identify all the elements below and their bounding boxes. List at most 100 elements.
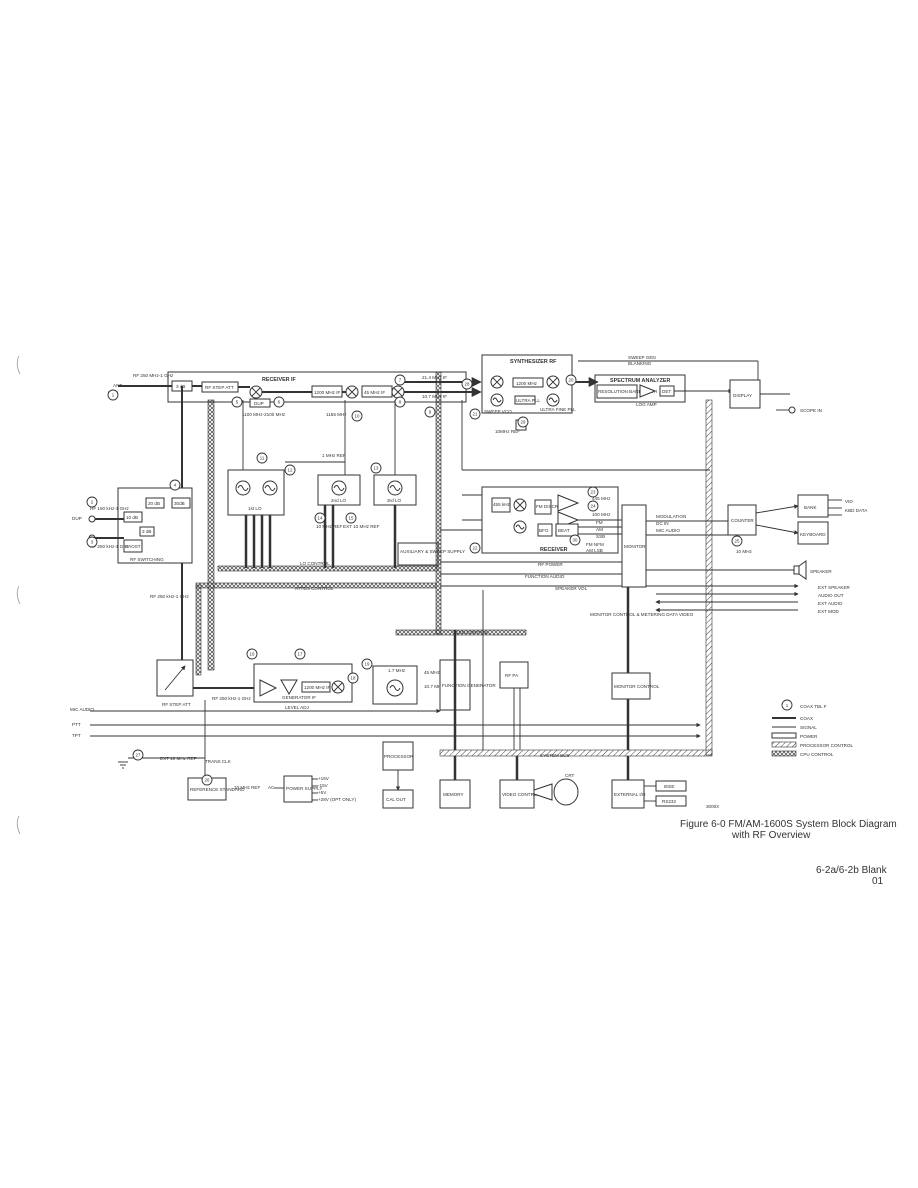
ultra-pll-icon [546,393,560,407]
reference-number-bubble: 4 [169,479,181,491]
vertical-connections [440,400,710,750]
rf-step-att-section: RF STEP ATT RF 250 kHz-1 GHz [156,659,254,707]
reference-number-text: 14 [318,516,323,521]
mod-osc-icon [386,679,404,697]
first-lo-osc-a-icon [235,480,251,496]
memory-label: MEMORY [443,792,464,797]
external-io-block [611,779,645,809]
vopt-label: +28V (OPT ONLY) [318,797,356,802]
spectrum-analyzer-label: SPECTRUM ANALYZER [610,378,671,384]
ext-speaker-label: EXT SPEAKER [818,585,851,590]
cal-out-label: CAL OUT [386,797,406,802]
gen-if-block [301,681,331,693]
reference-number-bubble: 6 [273,396,285,408]
ext-ref-section: EXT 10 MHz REF TRANS CLK [118,700,232,778]
reference-number-bubble: 3 [86,536,98,548]
ext-audio-label: EXT AUDIO [818,601,843,606]
reference-number-text: 2 [91,500,94,505]
blanking-label: BLANKING [628,361,652,366]
scan-marks [16,355,21,835]
legend-coax-label: COAX [800,716,813,721]
receiver-if-label: RECEIVER IF [262,377,297,383]
reference-number-text: 13 [374,466,379,471]
ext-10mhz-ref-label: EXT 10 MHz REF [343,524,380,529]
reference-number-text: 16 [250,652,255,657]
dual-block [249,398,271,408]
reference-number-text: 17 [298,652,303,657]
reference-number-bubble: 26 [201,774,213,786]
bottom-blocks: PROCESSOR CAL OUT MEMORY VIDEO CONTROLLE… [382,741,719,809]
rx-beat-label: BEAT [558,528,570,533]
synthesizer-rf-section: SYNTHESIZER RF 1200 MHz SWEEP VCO ULTRA … [481,354,576,434]
sweep-vco-icon [490,393,504,407]
amp-3db-b-block [139,526,155,537]
rx-osc-icon [513,520,527,534]
reference-number-bubble: 1 [107,389,119,401]
if-1200-label: 1200 MHz IF [314,390,340,395]
ext-ref-label: EXT 10 MHz REF [160,756,197,761]
legend-number-bubble: 1 [781,699,793,711]
ext-mod-label: EXT MOD [818,609,840,614]
synthesizer-rf-label: SYNTHESIZER RF [510,359,557,365]
sweep-vco-label: SWEEP VCO [484,409,512,414]
monitor-control-label: MONITOR CONTROL [614,684,660,689]
resolution-bw-label: RESOLUTION BANDWIDTH [598,389,657,394]
synth-if-block [512,377,544,388]
synth-mixer-2-icon [546,375,560,389]
reference-number-text: 8 [399,400,402,405]
rs232-label: RS232 [662,799,676,804]
speaker-vol-label: SPEAKER VOL [555,586,588,591]
system-bus [439,749,713,757]
amp-3db-label: 3 dB [176,384,185,389]
display-block [729,379,761,409]
legend-cpu-label: CPU CONTROL [800,752,834,757]
lo-control-bus [217,565,439,572]
n-divider-label: ULTRA PLL [516,398,540,403]
reference-number-bubble: 23 [587,486,599,498]
crt-icon [533,778,579,806]
reference-number-text: 24 [591,504,596,509]
bank-connectors-icon [828,499,842,516]
reference-number-text: 10 [355,414,360,419]
n-divider-block [514,395,536,405]
ant-label: ANT [113,383,122,388]
page-ref-line1: 6-2a/6-2b Blank [816,865,888,876]
mic-audio-in-label: MIC AUDIO [70,707,94,712]
level-adj-label: LEVEL ADJ [285,705,309,710]
reference-number-bubble: 28 [461,378,473,390]
mhz-10-ref-label: 10 MHz REF [316,524,342,529]
reference-number-bubble: 8 [394,396,406,408]
legend-cpu-swatch [771,750,797,757]
sweep-gen-label: SWEEP GEN [628,355,656,360]
drawing-number-label: 30003 [706,804,719,809]
rf-switching-section: RF SWITCHING 20 dB 30dB 10 dB 3 dB EAOST… [72,386,193,660]
memory-block [439,779,471,809]
reference-number-text: 19 [365,662,370,667]
vertical-bus-3 [435,371,442,635]
mixer-3-icon [391,385,405,399]
gen-if-1200-label: 1200 MHz IF [304,685,330,690]
power-supply-section: AC POWER SUPPLY +15V -15V +5V +28V (OPT … [268,775,356,803]
mic-audio-label: MIC AUDIO [656,528,680,533]
reference-number-bubble: 10 [351,410,363,422]
amp-30db-block [171,497,191,509]
rx-bfo-block [537,523,553,537]
gen-mixer-icon [331,680,345,694]
rx-mixer-icon [513,498,527,512]
legend-processor-swatch [771,741,797,748]
speaker-label: SPEAKER [810,569,832,574]
reference-number-text: 4 [174,483,177,488]
pwr-10-label: 10 MHz [736,549,753,554]
rx-mhz-label: 445 MHz [592,496,611,501]
rx-beat-block [555,523,579,537]
reference-number-text: 7 [399,378,402,383]
trans-clk-label: TRANS CLK [205,759,232,764]
spectrum-analyzer-frame [594,374,686,403]
reference-number-bubble: 18 [347,672,359,684]
rx-det-label: FM DISCR [536,504,559,509]
reference-number-bubble: 5 [231,396,243,408]
system-bus-label: SYSTEM BUS [540,753,570,758]
ieee-label: IEEE [664,784,674,789]
reference-number-bubble: 11 [256,452,268,464]
reference-number-bubble: 25 [731,535,743,547]
